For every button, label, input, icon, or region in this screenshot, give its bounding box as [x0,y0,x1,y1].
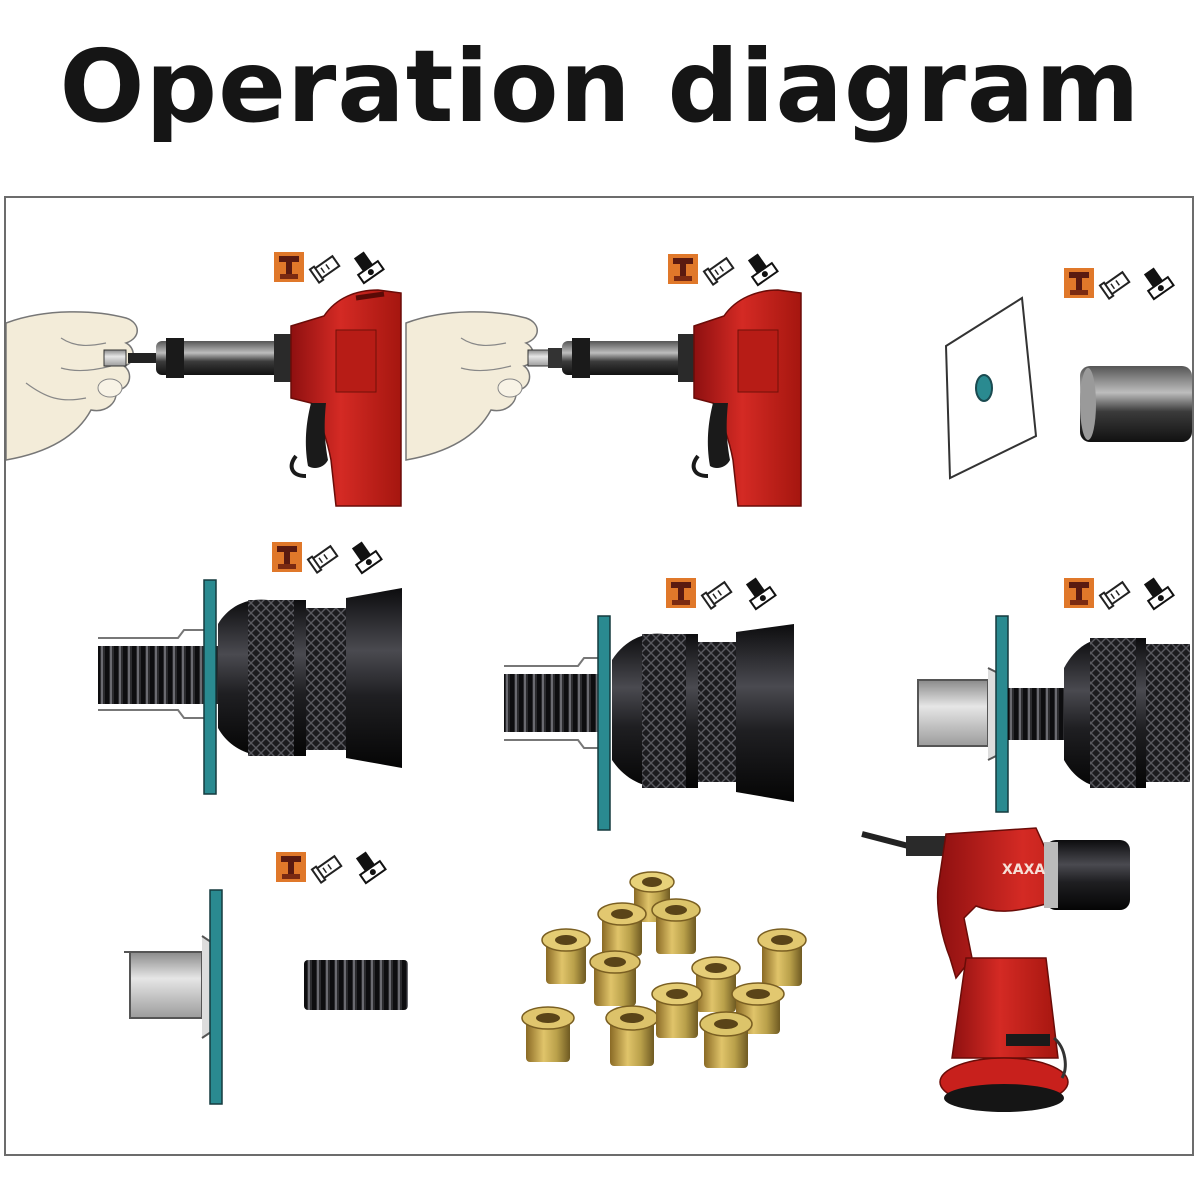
knurled-collar [698,642,736,782]
step-4-icons [271,537,383,575]
rivet-nut [527,349,551,367]
step-6-icons [1063,573,1175,611]
gun-cylinder [1046,840,1130,910]
rivet-nut-item [651,982,703,1038]
rivet-nut-body [129,951,203,1019]
removed-mandrel [304,960,408,1010]
sheet-metal [995,615,1009,813]
red-gun-body [289,289,402,507]
rivet-nut-item [691,956,741,1012]
rivet-nut [103,349,127,367]
hand-illustration [6,311,138,461]
rivet-nut-item [651,898,701,954]
step-7-icons [275,847,387,885]
gun-nose-tip [1080,366,1192,442]
step-1-thread-nut [6,247,402,507]
rivet-nut-item [605,1005,659,1066]
gun-nose [156,341,288,375]
step-1-icons [273,247,385,285]
step-5-pull [504,573,794,831]
mandrel-thread [98,646,218,704]
diagram-frame: XAXA [4,196,1194,1156]
step-6-compressed [917,573,1190,813]
mandrel-thread [1008,688,1064,740]
rivet-nut-item [597,902,647,956]
rivet-nut-body [917,679,989,747]
step-4-insert [98,537,402,795]
step-3-sheet-and-nose [944,263,1192,480]
rivet-nut-item [699,1011,753,1068]
rivet-nut-item [589,950,641,1006]
rivet-nut-item [757,928,807,986]
rivet-nuts-pile [521,871,807,1068]
brand-label: XAXA [1002,862,1045,878]
sheet-metal [597,615,611,831]
sheet-metal [209,889,223,1105]
gun-nose [562,341,690,375]
pneumatic-riveting-gun: XAXA [861,827,1130,1112]
knurled-collar [1146,644,1190,782]
hand-illustration [405,311,538,461]
step-2-nut-mounted [405,249,802,507]
knurled-collar [306,608,346,750]
mandrel-thread [504,674,610,732]
step-5-icons [665,573,777,611]
page-title: Operation diagram [59,28,1141,145]
red-gun-body [691,289,802,507]
sheet-metal [203,579,217,795]
step-7-unscrew [124,847,408,1105]
step-2-icons [667,249,779,287]
drilled-hole [975,374,993,402]
step-3-icons [1063,263,1175,301]
rivet-nut-item [541,928,591,984]
rivet-nut-item [521,1006,575,1062]
